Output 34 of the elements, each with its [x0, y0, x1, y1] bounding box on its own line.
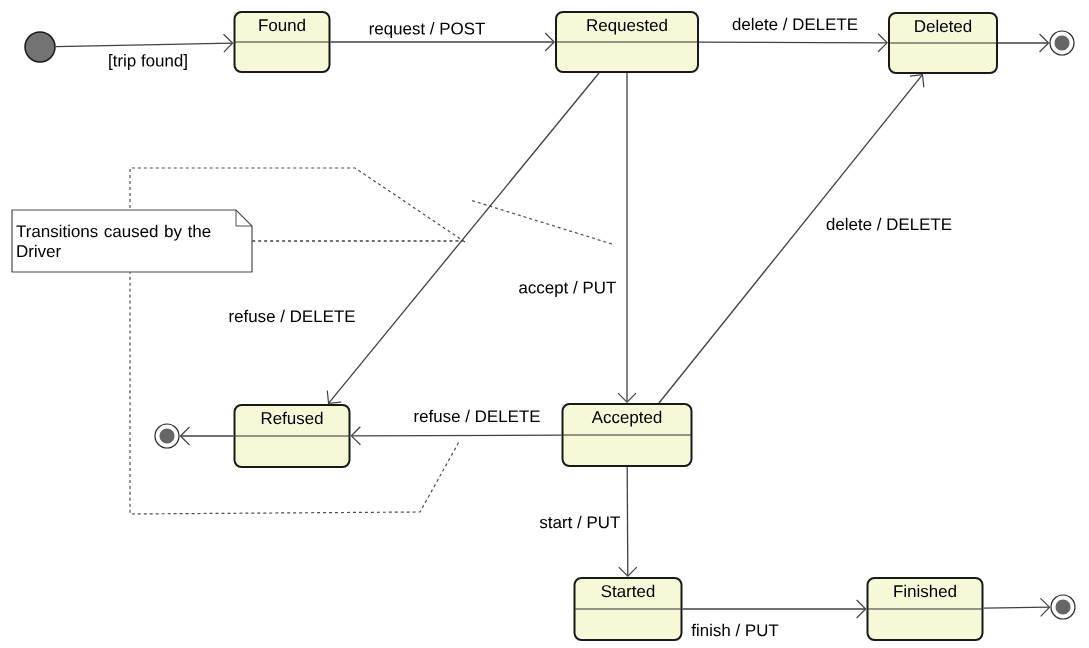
- edge-label: delete / DELETE: [824, 216, 954, 232]
- note: Transitions caused by the Driver: [11, 209, 253, 273]
- initial-state: [24, 31, 56, 63]
- arrow: [982, 597, 1051, 617]
- arrow: [326, 72, 600, 404]
- state-box: Deleted: [888, 12, 998, 74]
- arrow: [681, 599, 867, 619]
- final-state: [1049, 30, 1075, 56]
- arrow: [658, 74, 925, 404]
- edge-label: refuse / DELETE: [411, 408, 543, 424]
- arrow: [618, 466, 638, 577]
- arrow: [55, 33, 234, 53]
- arrow: [617, 72, 637, 403]
- state-box: Started: [573, 577, 683, 641]
- edge-label: refuse / DELETE: [226, 308, 358, 324]
- arrow: [350, 426, 563, 446]
- edge-label: delete / DELETE: [730, 16, 860, 32]
- edge-label: start / PUT: [537, 514, 622, 530]
- edge-label: accept / PUT: [516, 279, 618, 299]
- arrow: [698, 33, 888, 53]
- edge-label: finish / PUT: [689, 622, 781, 638]
- final-state: [154, 423, 180, 449]
- edge-label: request / POST: [367, 20, 487, 40]
- arrow: [179, 426, 235, 446]
- leader-line: [251, 240, 464, 242]
- state-box: Refused: [233, 404, 351, 468]
- arrow: [997, 33, 1050, 53]
- state-box: Requested: [555, 11, 699, 73]
- final-state: [1050, 594, 1076, 620]
- state-box: Found: [233, 11, 331, 73]
- edge-label: [trip found]: [106, 52, 190, 72]
- state-box: Finished: [866, 577, 984, 641]
- arrow: [329, 32, 555, 52]
- state-box: Accepted: [561, 403, 693, 467]
